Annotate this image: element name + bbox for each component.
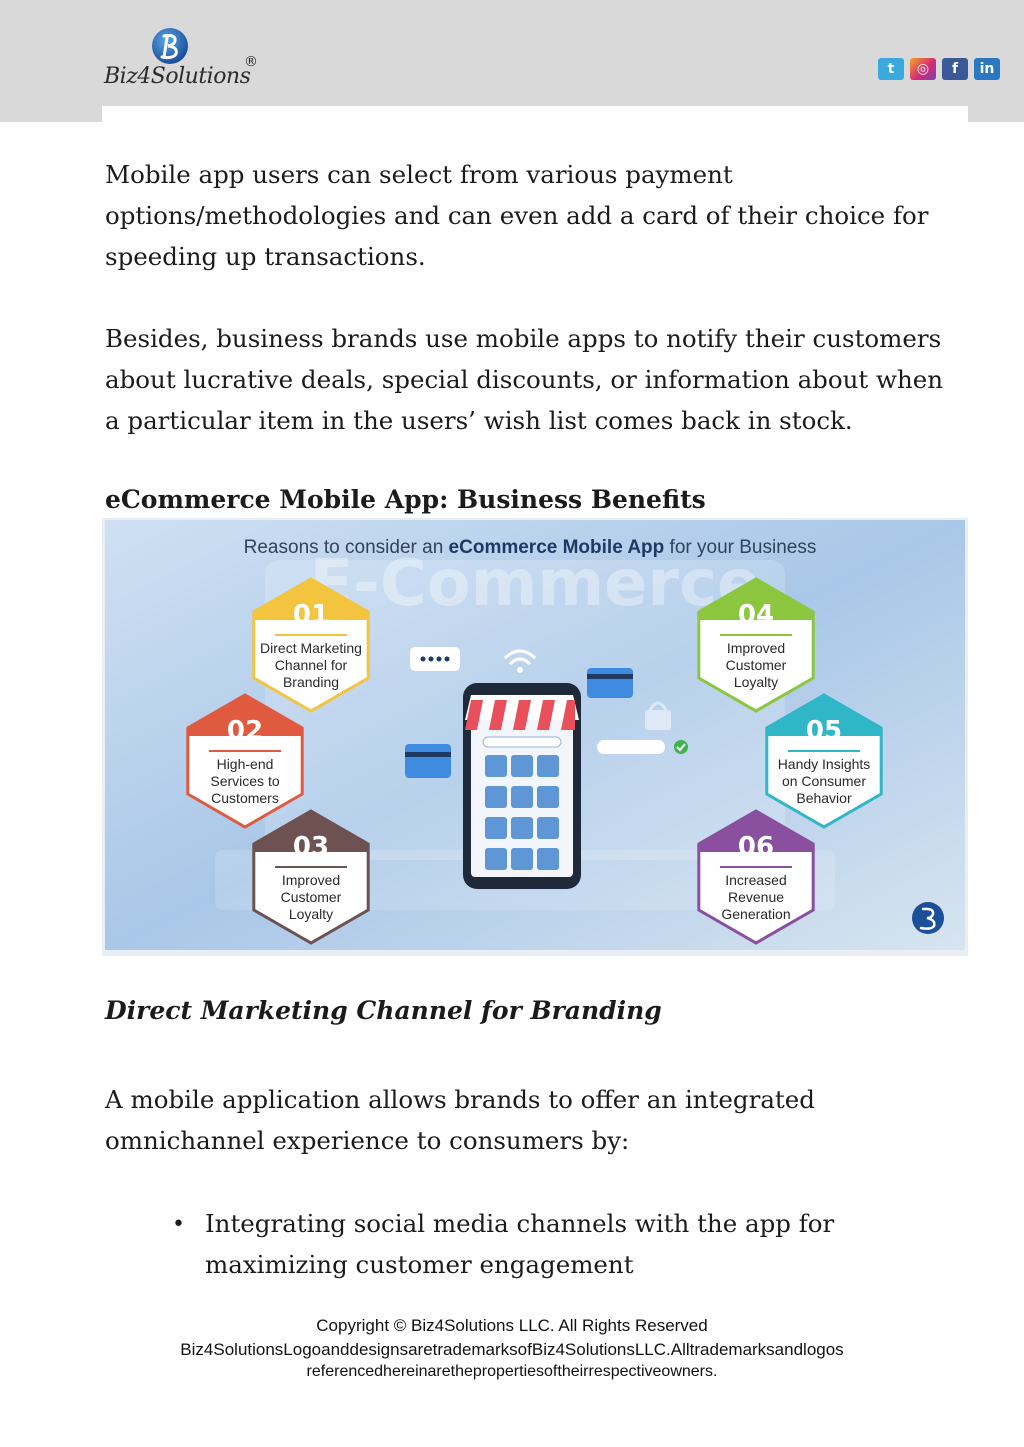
badge-label: Behavior [796, 790, 852, 806]
badge-cap [253, 579, 369, 620]
subheading-direct-marketing: Direct Marketing Channel for Branding [105, 996, 662, 1025]
registered-mark: ® [244, 54, 258, 70]
twitter-icon[interactable]: t [878, 58, 904, 80]
badge-label: Loyalty [734, 674, 778, 690]
badge-label: Direct Marketing [260, 640, 362, 656]
badge-number: 06 [738, 832, 774, 862]
badge-label: Improved [282, 872, 340, 888]
badge-number: 04 [738, 600, 774, 630]
brand-logo[interactable]: Biz4Solutions ® [104, 24, 264, 94]
corner-logo-icon [912, 902, 944, 934]
background-watermark-word: E-Commerce [310, 547, 761, 621]
rating-bar-icon [597, 740, 688, 754]
badge-label: High-end [217, 756, 274, 772]
paragraph-payment-options: Mobile app users can select from various… [105, 160, 929, 271]
badge-label: Generation [721, 906, 790, 922]
bullet-point-icon: • [172, 1212, 185, 1237]
badge-number: 05 [806, 716, 842, 746]
footer-trademark-2: referencedhereinarethepropertiesoftheirr… [306, 1363, 718, 1380]
section-heading: eCommerce Mobile App: Business Benefits [105, 485, 706, 514]
facebook-icon[interactable]: f [942, 58, 968, 80]
badge-label: Handy Insights [778, 756, 871, 772]
badge-label: Branding [283, 674, 339, 690]
badge-label: Revenue [728, 889, 784, 905]
linkedin-icon[interactable]: in [974, 58, 1000, 80]
infographic-title: Reasons to consider an eCommerce Mobile … [244, 537, 817, 558]
badge-label: Customer [281, 889, 342, 905]
footer-copyright: Copyright © Biz4Solutions LLC. All Right… [316, 1316, 708, 1335]
badge-cap [698, 579, 814, 620]
badge-label: Customer [726, 657, 787, 673]
paragraph-notifications: Besides, business brands use mobile apps… [105, 324, 944, 435]
badge-cap [698, 811, 814, 852]
badge-number: 03 [293, 832, 329, 862]
badge-label: Services to [210, 773, 279, 789]
badge-label: Channel for [275, 657, 348, 673]
infographic-graphic: E-Commerce Reasons to consider an eComme… [105, 520, 965, 950]
phone-illustration [463, 683, 581, 889]
credit-card-icon [405, 668, 633, 778]
social-links: t ◎ f in [878, 58, 1000, 80]
badge-label: Improved [727, 640, 785, 656]
paragraph-omnichannel: A mobile application allows brands to of… [105, 1085, 815, 1155]
badge-number: 02 [227, 716, 263, 746]
badge-label: Loyalty [289, 906, 333, 922]
logo-wordmark: Biz4Solutions [104, 64, 251, 89]
wifi-icon [503, 649, 537, 673]
badge-label: Increased [725, 872, 786, 888]
footer-trademark-1: Biz4SolutionsLogoanddesignsaretrademarks… [180, 1340, 844, 1359]
header-content-panel [102, 106, 968, 126]
badge-label: on Consumer [782, 773, 866, 789]
instagram-icon[interactable]: ◎ [910, 58, 936, 80]
list-item: Integrating social media channels with t… [205, 1209, 835, 1279]
benefits-infographic: E-Commerce Reasons to consider an eComme… [102, 518, 968, 956]
badge-cap [766, 695, 882, 736]
badge-cap [253, 811, 369, 852]
badge-label: Customers [211, 790, 279, 806]
badge-number: 01 [293, 600, 329, 630]
padlock-icon [645, 701, 671, 730]
badge-cap [187, 695, 303, 736]
chat-bubble-icon [410, 647, 460, 671]
logo-mark-icon [152, 28, 188, 64]
